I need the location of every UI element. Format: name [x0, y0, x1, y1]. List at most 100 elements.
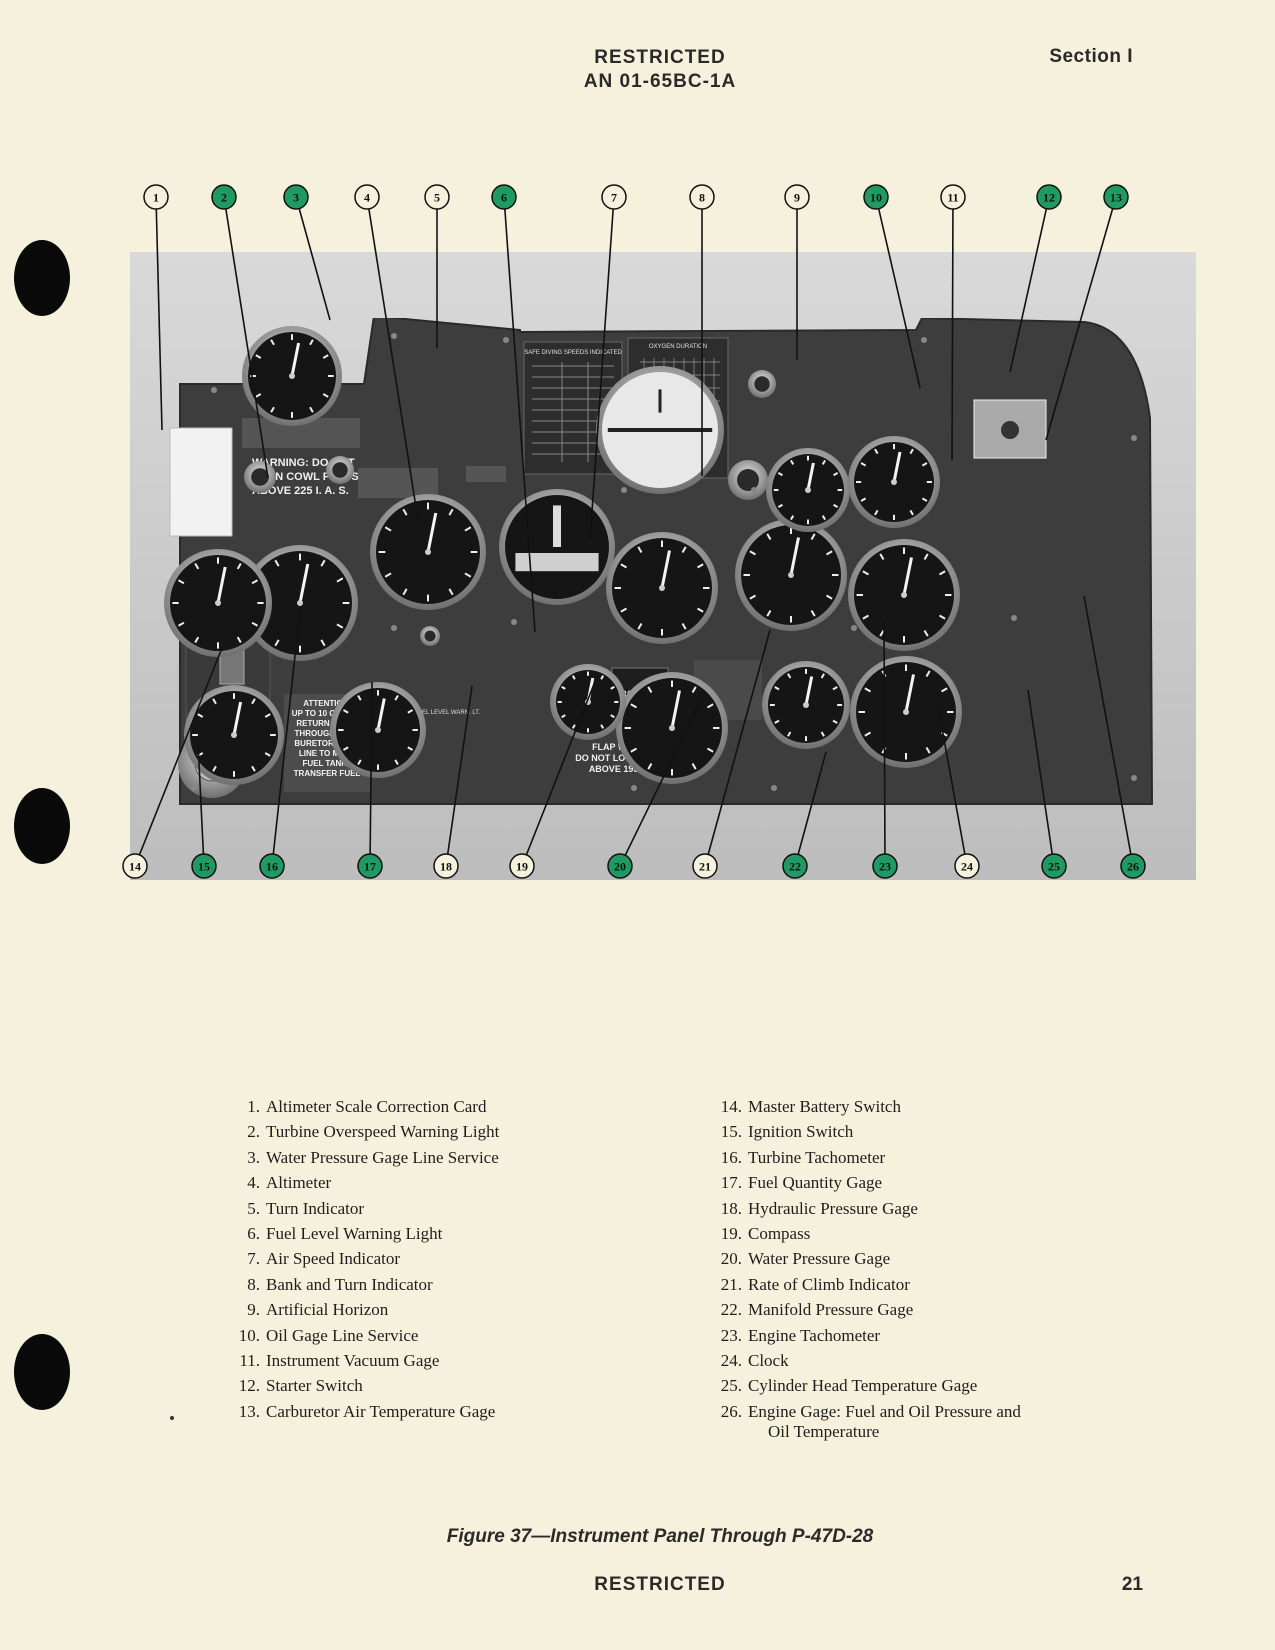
callout-9: 9	[784, 184, 810, 360]
leader-line	[951, 196, 954, 461]
callout-number: 1	[153, 191, 159, 205]
instrument-gauge	[848, 539, 960, 651]
indicator-light	[420, 626, 440, 646]
instrument-gauge	[735, 519, 847, 631]
instrument-gauge	[606, 532, 718, 644]
legend-item-number: 12.	[238, 1376, 260, 1396]
callout-8: 8	[689, 184, 715, 476]
page-number: 21	[1121, 1574, 1143, 1595]
binder-hole	[14, 240, 70, 316]
leader-line	[883, 619, 886, 867]
callout-26: 26	[1083, 595, 1146, 879]
leader-line	[134, 647, 223, 867]
callout-bubble	[863, 184, 889, 210]
callout-bubble	[1103, 184, 1129, 210]
legend-item-number: 9.	[247, 1300, 260, 1320]
callout-number: 7	[611, 191, 617, 205]
leader-line	[503, 196, 536, 633]
instrument-gauge	[164, 549, 272, 657]
legend-item-number: 16.	[720, 1147, 742, 1167]
callout-number: 11	[947, 191, 958, 205]
callout-17: 17	[357, 681, 383, 879]
legend-item-number: 24.	[720, 1351, 742, 1371]
legend-item-number: 19.	[720, 1224, 742, 1244]
callout-3: 3	[283, 184, 331, 321]
legend-item: 19.Compass	[706, 1221, 1021, 1246]
leader-line	[445, 685, 473, 867]
legend-item-text: Carburetor Air Temperature Gage	[266, 1401, 496, 1421]
legend-item-text: Artificial Horizon	[266, 1300, 389, 1320]
legend-item-number: 5.	[247, 1198, 260, 1218]
callout-number: 4	[364, 191, 370, 205]
callout-bubble	[424, 184, 450, 210]
callout-bubble	[259, 853, 285, 879]
callout-6: 6	[491, 184, 536, 633]
leader-line	[155, 196, 163, 431]
legend-item: 23. Engine Tachometer	[706, 1323, 1021, 1348]
callout-13: 13	[1045, 184, 1129, 441]
legend-item: 25.Cylinder Head Temperature Gage	[706, 1373, 1021, 1398]
legend-item-text: Starter Switch	[266, 1376, 363, 1396]
legend-item-text: Cylinder Head Temperature Gage	[748, 1376, 978, 1396]
leader-line	[295, 196, 331, 321]
callout-bubble	[1041, 853, 1067, 879]
fuel-level-label: FUEL LEVEL WARN. LT.	[414, 710, 480, 716]
legend-item-number: 1.	[247, 1097, 260, 1116]
legend-item: 12. Starter Switch	[224, 1373, 499, 1398]
callout-bubble	[692, 853, 718, 879]
stray-mark	[170, 1416, 174, 1420]
legend-item-text: Hydraulic Pressure Gage	[748, 1198, 918, 1218]
dive-speed-title: SAFE DIVING SPEEDS INDICATED	[524, 350, 622, 356]
legend-item: 15.Ignition Switch	[706, 1119, 1021, 1144]
legend-item: 6.Fuel Level Warning Light	[224, 1221, 499, 1246]
callout-number: 17	[364, 860, 376, 874]
legend-item-number: 7.	[247, 1249, 260, 1269]
legend-item: 24.Clock	[706, 1348, 1021, 1373]
callout-number: 24	[961, 860, 973, 874]
leader-line	[589, 196, 615, 541]
legend-item-text: Altimeter Scale Correction Card	[266, 1097, 487, 1116]
callout-number: 2	[221, 191, 227, 205]
instrument-gauge	[184, 685, 284, 785]
starter-switch[interactable]	[973, 399, 1047, 459]
callout-bubble	[954, 853, 980, 879]
legend-item-text: Engine Tachometer	[748, 1325, 881, 1345]
callout-bubble	[784, 184, 810, 210]
legend-item-text: Turbine Overspeed Warning Light	[266, 1122, 500, 1142]
legend-item-text: Master Battery Switch	[748, 1097, 901, 1116]
header-doc-number: AN 01-65BC-1A	[583, 71, 737, 92]
callout-number: 14	[129, 860, 141, 874]
callout-bubble	[491, 184, 517, 210]
callout-22: 22	[782, 751, 827, 879]
callout-number: 5	[434, 191, 440, 205]
indicator-light	[748, 370, 776, 398]
instrument-gauge	[766, 448, 850, 532]
callout-bubble	[689, 184, 715, 210]
callout-number: 20	[614, 860, 626, 874]
legend-item-number: 22.	[720, 1300, 742, 1320]
svg-text:ATTENTION UP TO 10 GAL: ATTENTION UP TO 10 GAL/HR RETURN FLOW TH…	[292, 699, 362, 778]
instrument-gauge	[550, 664, 626, 740]
callout-1: 1	[143, 184, 169, 431]
legend-item: 11.Instrument Vacuum Gage	[224, 1348, 499, 1373]
callout-4: 4	[354, 184, 419, 521]
callout-bubble	[782, 853, 808, 879]
callout-number: 26	[1127, 860, 1139, 874]
legend-item: 18.Hydraulic Pressure Gage	[706, 1196, 1021, 1221]
callout-12: 12	[1009, 184, 1062, 373]
leader-line	[223, 196, 269, 479]
legend-item-text: Instrument Vacuum Gage	[266, 1351, 440, 1371]
callout-bubble	[211, 184, 237, 210]
callout-number: 9	[794, 191, 800, 205]
legend-item: 22. Manifold Pressure Gage	[706, 1297, 1021, 1322]
callout-15: 15	[191, 741, 217, 879]
legend-item-number: 23.	[720, 1325, 742, 1345]
legend-item-number: 6.	[247, 1224, 260, 1244]
callout-number: 15	[198, 860, 210, 874]
callout-bubble	[357, 853, 383, 879]
legend-item-text: Manifold Pressure Gage	[748, 1300, 914, 1320]
binder-hole	[14, 1334, 70, 1410]
